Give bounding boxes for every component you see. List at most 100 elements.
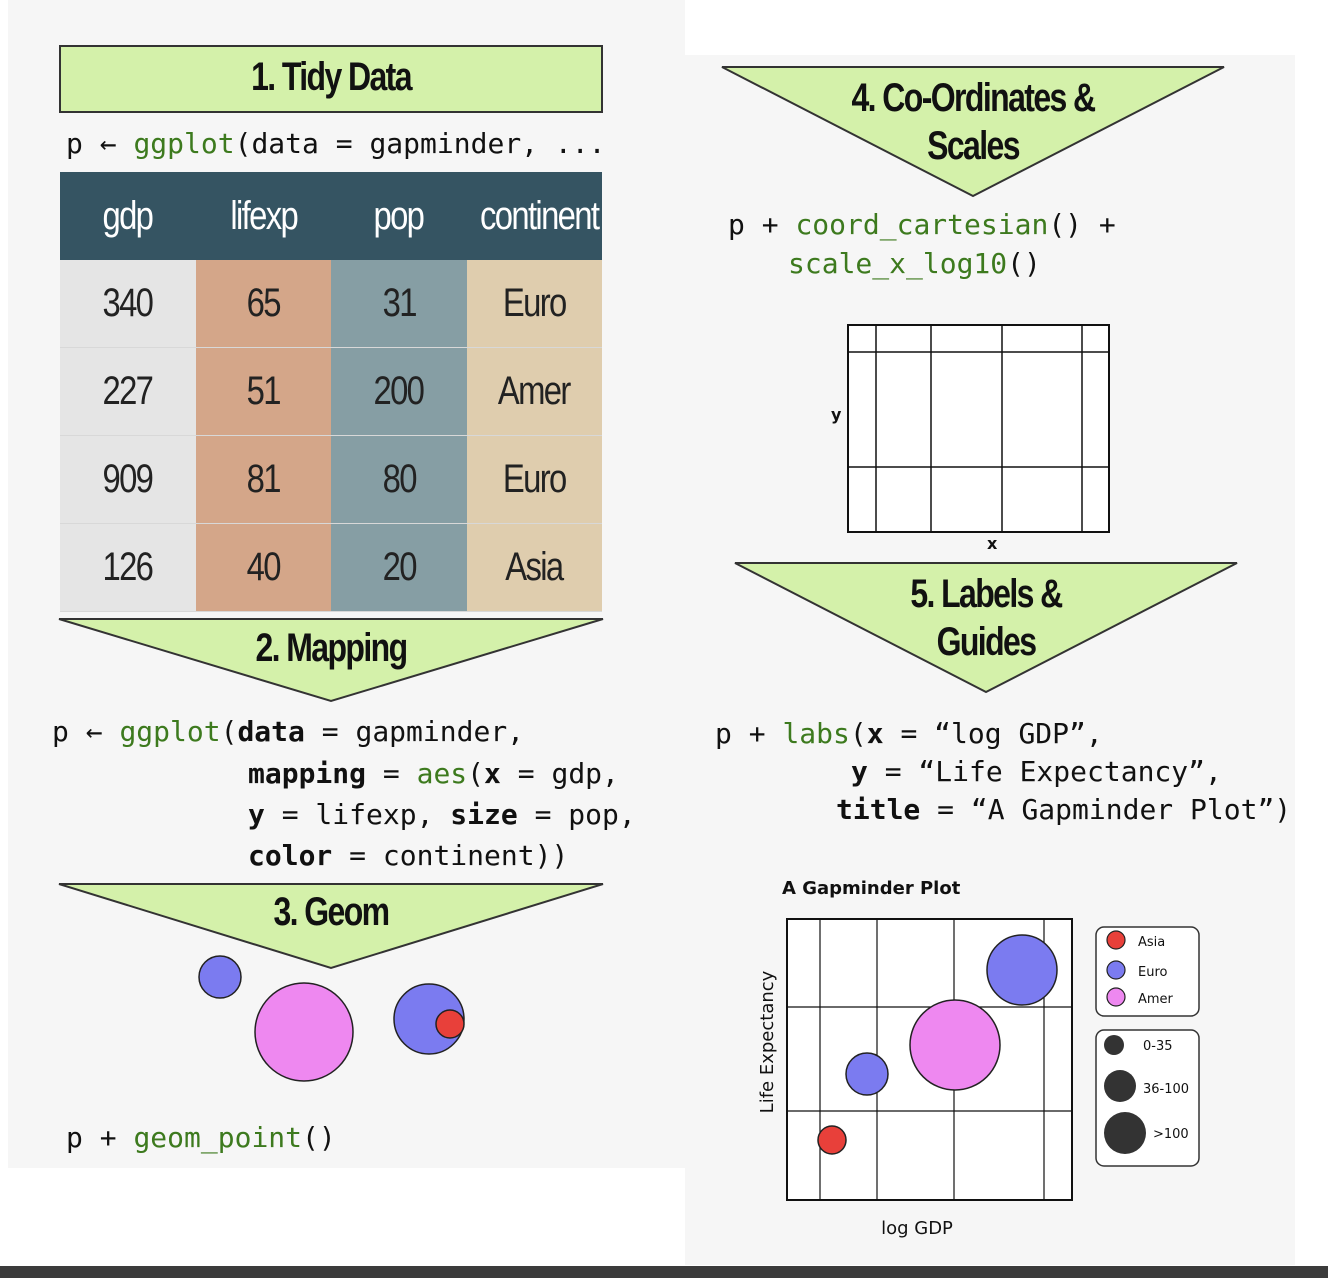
code-open: ( [467,757,485,790]
code-rest: = gapminder, [304,715,525,748]
code-rest: = “A Gapminder Plot”) [920,793,1292,826]
code-rest: () [302,1121,336,1154]
cell-lifexp: 51 [195,347,331,436]
coords-code-line1: p + coord_cartesian() + [728,205,1116,245]
geom-title: 3. Geom [273,890,390,934]
legend-swatch-asia [1106,930,1126,950]
table-row: 227 51 200 Amer [60,347,602,436]
bottom-bar [0,1266,1328,1278]
code-kw-y: y [248,798,265,831]
header-gdp: gdp [60,172,196,260]
cell-continent: Amer [466,347,602,436]
size-legend-label-large: >100 [1153,1127,1189,1142]
cell-pop: 200 [331,347,467,436]
code-fn-coord-cartesian: coord_cartesian [795,208,1049,241]
header-lifexp: lifexp [195,172,331,260]
labels-code-line1: p + labs(x = “log GDP”, [715,714,1103,754]
header-continent: continent [466,172,602,260]
code-rest: = continent)) [332,839,569,872]
code-fn-ggplot: ggplot [133,127,235,160]
legend-label-euro: Euro [1138,965,1168,980]
mapping-code-line3: y = lifexp, size = pop, [248,795,636,835]
cell-lifexp: 40 [195,523,331,612]
size-legend-label-small: 0-35 [1143,1039,1173,1054]
cell-gdp: 909 [60,435,196,524]
cell-lifexp: 65 [195,260,331,348]
code-kw-color: color [248,839,333,872]
code-arrow: ← [82,127,134,160]
size-legend-swatch-medium [1104,1070,1136,1102]
table-row: 340 65 31 Euro [60,260,602,348]
code-rest: = “Life Expectancy”, [867,755,1222,788]
final-point-euro-small [845,1052,889,1096]
labels-title-line1: 5. Labels & [910,572,1063,616]
size-legend-swatch-small [1104,1035,1124,1055]
header-pop: pop [331,172,467,260]
coords-axis-x-label: x [987,534,998,553]
code-args: (data = gapminder, ... [234,127,606,160]
code-kw-x: x [484,757,501,790]
final-plot-xlabel: log GDP [881,1218,953,1239]
gapminder-table: gdp lifexp pop continent 340 65 31 Euro … [60,172,602,612]
code-p: p + [728,208,796,241]
legend-label-asia: Asia [1138,935,1165,950]
code-kw-data: data [237,715,305,748]
mapping-code: p ← ggplot(data = gapminder, [52,712,524,752]
mapping-code-line4: color = continent)) [248,836,568,876]
final-plot-ylabel: Life Expectancy [757,970,778,1113]
table-header-row: gdp lifexp pop continent [60,172,602,260]
code-kw-x: x [866,717,884,750]
size-legend-swatch-large [1104,1112,1146,1154]
code-fn-aes: aes [416,757,468,790]
cell-gdp: 126 [60,523,196,612]
geom-point-amer [254,982,354,1082]
code-fn-labs: labs [782,717,850,750]
final-point-amer [909,999,1001,1091]
table-row: 909 81 80 Euro [60,435,602,524]
code-rest: () [1007,247,1041,280]
final-point-euro-large [986,934,1058,1006]
mapping-title: 2. Mapping [255,626,408,670]
legend-swatch-euro [1106,960,1126,980]
code-p: p + [715,717,783,750]
code-rest: = gdp, [500,757,619,790]
code-kw-title: title [836,793,921,826]
cell-pop: 31 [331,260,467,348]
size-legend-label-medium: 36-100 [1143,1082,1189,1097]
coords-title-line1: 4. Co-Ordinates & [851,76,1096,120]
code-paren: ( [220,715,238,748]
code-fn-geom-point: geom_point [133,1121,303,1154]
mapping-code-line2: mapping = aes(x = gdp, [248,754,619,794]
code-arrow: ← [68,715,120,748]
cell-gdp: 227 [60,347,196,436]
code-rest: = pop, [517,798,636,831]
cell-pop: 20 [331,523,467,612]
table-row: 126 40 20 Asia [60,523,602,612]
code-p: p [52,715,69,748]
labels-code-line2: y = “Life Expectancy”, [851,752,1222,792]
code-mid: = lifexp, [264,798,451,831]
geom-point-euro-small [198,955,242,999]
geom-point-asia [435,1009,465,1039]
coords-axis-y-label: y [831,405,842,424]
coords-title-line2: Scales [927,124,1020,168]
legend-label-amer: Amer [1138,992,1174,1007]
code-p: p + [66,1121,134,1154]
code-fn-scale-x-log10: scale_x_log10 [788,247,1008,280]
code-p: p [66,127,83,160]
labels-triangle [734,562,1238,694]
code-open: ( [849,717,867,750]
code-kw-size: size [450,798,518,831]
tidy-data-code: p ← ggplot(data = gapminder, ... [66,124,605,164]
cell-continent: Asia [466,523,602,612]
mapping-triangle [58,618,604,703]
labels-code-line3: title = “A Gapminder Plot”) [836,790,1291,830]
tidy-data-title: 1. Tidy Data [251,55,412,99]
final-point-asia [817,1125,847,1155]
legend-swatch-amer [1106,987,1126,1007]
final-plot-title: A Gapminder Plot [782,878,961,899]
